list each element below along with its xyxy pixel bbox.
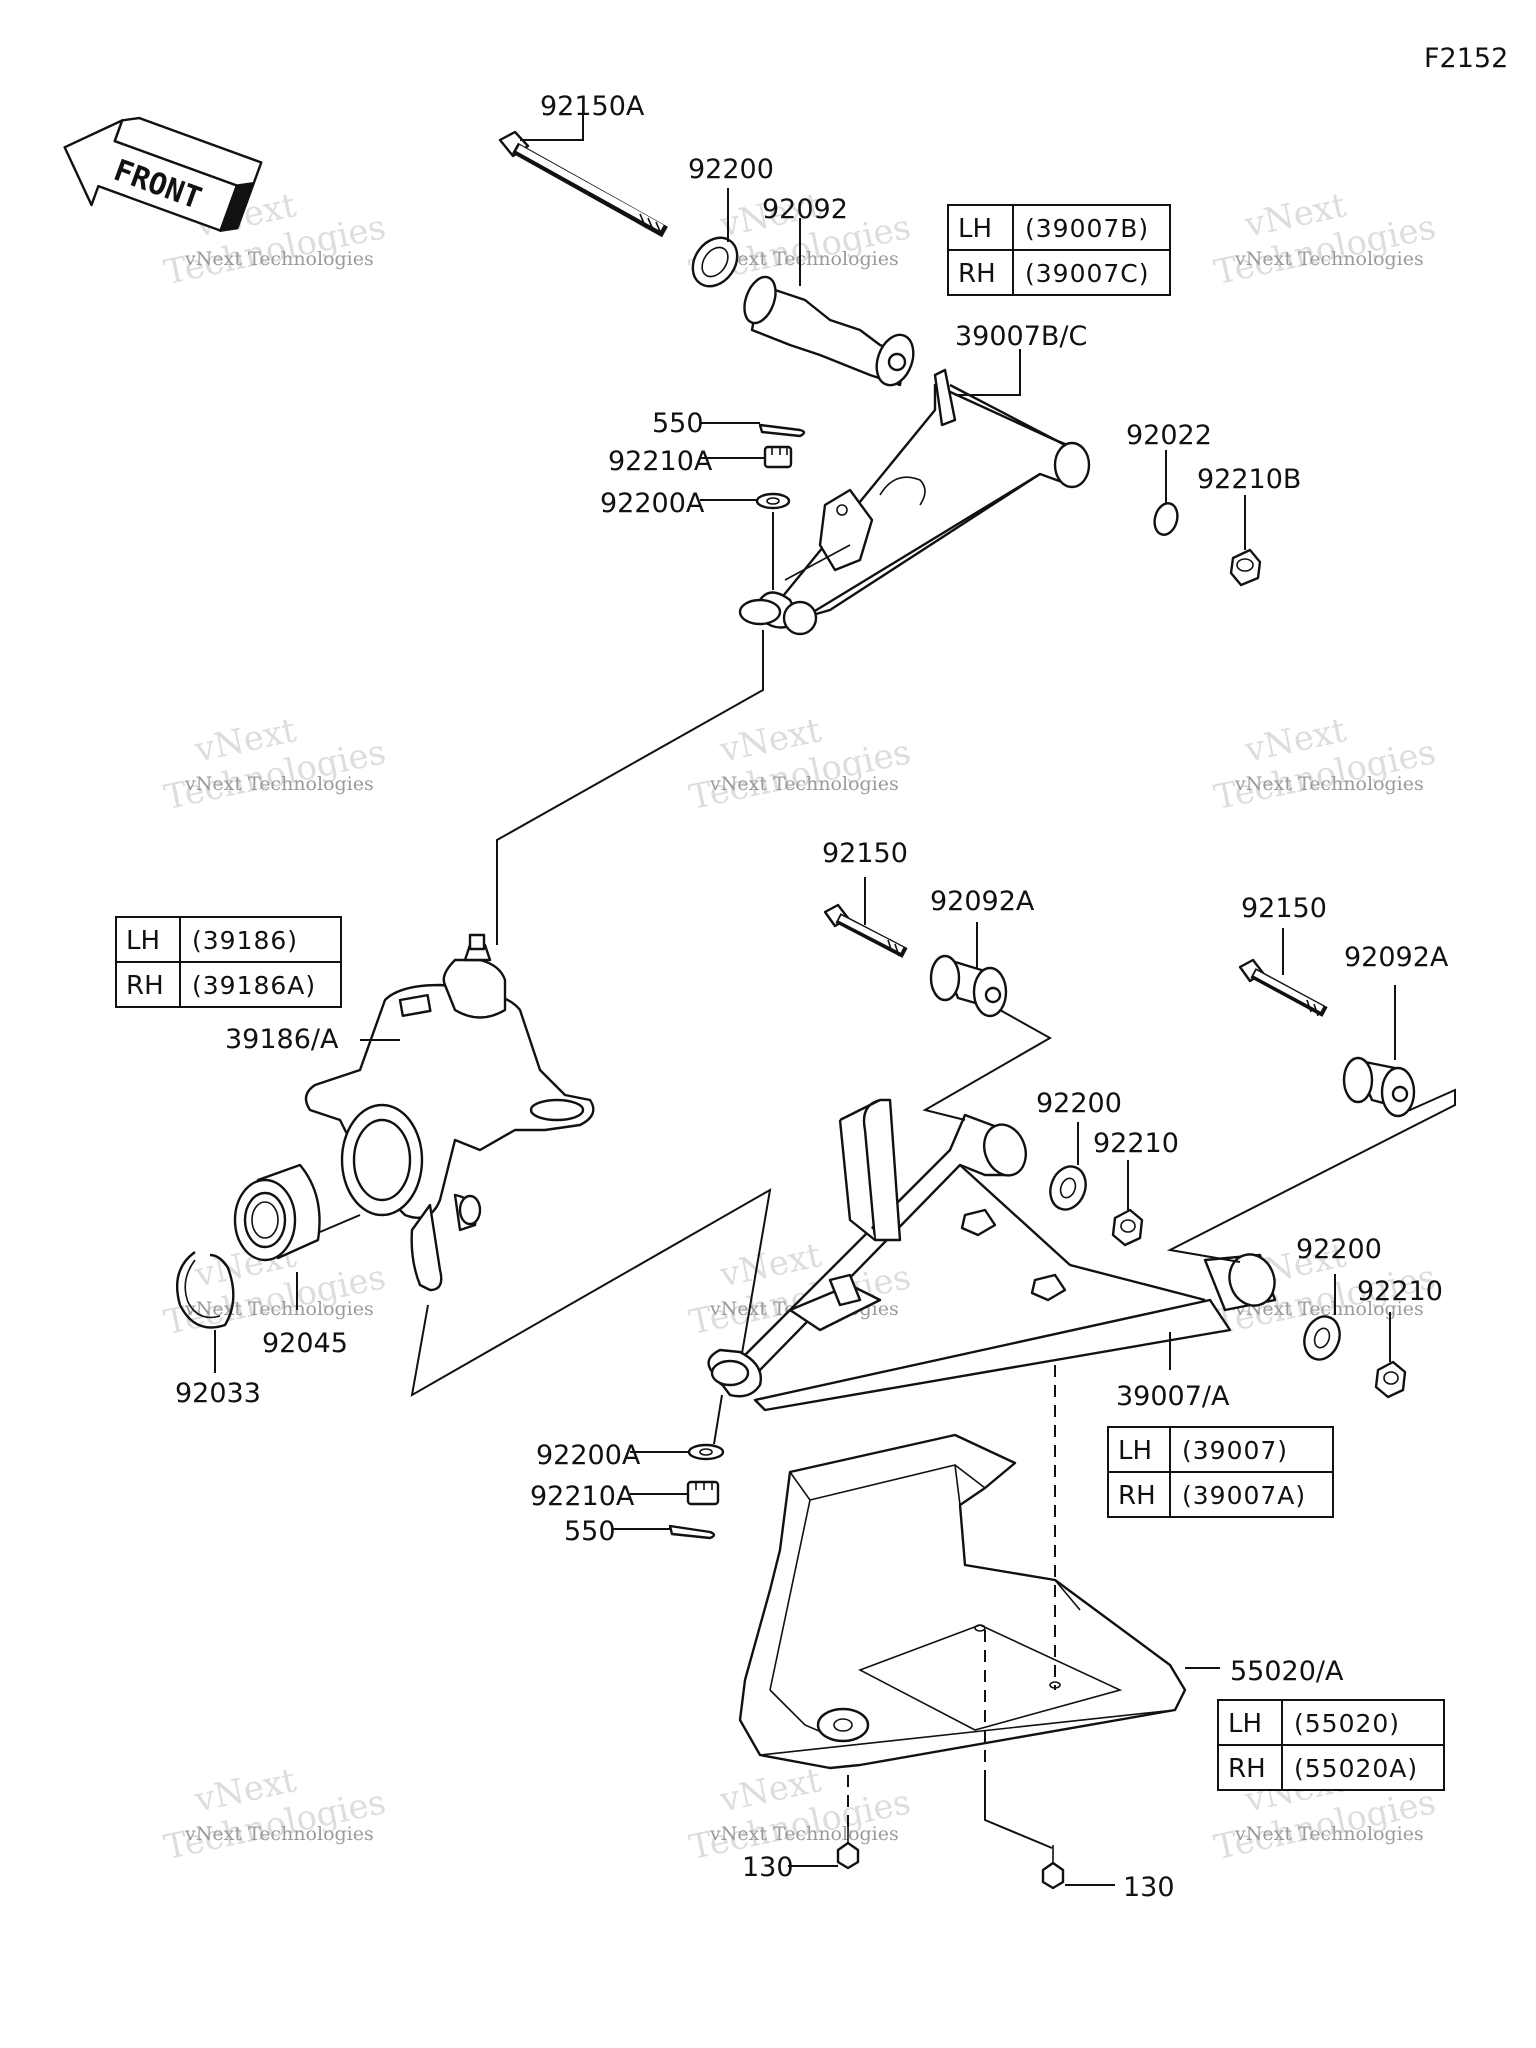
bolt-lower-1[interactable] [823,903,908,958]
nut-upper[interactable] [1229,548,1262,587]
label-cotter-upper: 550 [652,408,704,439]
label-washer-a-upper: 92200A [600,488,705,519]
table-lower-arm-code-0: (39007) [1182,1436,1288,1465]
label-nut-lower-2: 92210 [1357,1276,1443,1307]
bushing-lower-1[interactable] [929,954,1008,1018]
bushing-upper[interactable] [739,273,920,391]
guard-assembly [738,1365,1220,1890]
label-washer-lower-1: 92200 [1036,1088,1122,1119]
label-upper-arm: 39007B/C [955,321,1087,352]
label-bushing-lower-1: 92092A [930,886,1035,917]
bolt-130-left[interactable] [836,1825,860,1870]
watermark-line1: vNext Technologies [184,1298,374,1320]
label-washer-lower-2: 92200 [1296,1234,1382,1265]
label-washer-92022: 92022 [1126,420,1212,451]
label-nut-lower-1: 92210 [1093,1128,1179,1159]
label-washer-upper: 92200 [688,154,774,185]
label-bearing: 92045 [262,1328,348,1359]
watermark-line1: vNext Technologies [709,248,899,270]
watermarks: Technologies vNext vNext Technologies Te… [161,185,1439,1868]
label-bolt-lower-2: 92150 [1241,893,1327,924]
table-upper-arm-code-1: (39007C) [1025,259,1150,288]
label-bolt-lower-1: 92150 [822,838,908,869]
knuckle-assembly [175,933,772,1397]
label-bushing-upper: 92092 [762,194,848,225]
bearing[interactable] [233,1163,321,1262]
label-castle-nut-upper: 92210A [608,446,713,477]
watermark-line1: vNext Technologies [184,773,374,795]
label-circlip: 92033 [175,1378,261,1409]
label-washer-a-lower: 92200A [536,1440,641,1471]
bolt-lower-2[interactable] [1238,958,1328,1017]
table-guard-code-1: (55020A) [1294,1754,1418,1783]
label-lower-arm: 39007/A [1116,1381,1230,1412]
label-guard: 55020/A [1230,1656,1344,1687]
castle-nut-upper[interactable] [763,445,793,469]
skid-guard[interactable] [738,1433,1187,1770]
lower-a-arm[interactable] [707,1098,1282,1412]
upper-a-arm[interactable] [738,368,1091,636]
bolt-upper[interactable] [498,130,668,238]
watermark-line1: vNext Technologies [1234,773,1424,795]
circlip[interactable] [175,1251,235,1329]
table-upper-arm-side-1: RH [958,259,996,289]
upper-assembly [496,108,1262,945]
table-guard-code-0: (55020) [1294,1709,1400,1738]
front-arrow-icon: FRONT [63,116,263,232]
steering-knuckle[interactable] [304,933,595,1292]
table-knuckle-code-0: (39186) [192,926,298,955]
table-knuckle: LH (39186) RH (39186A) [115,916,342,1008]
table-lower-arm-code-1: (39007A) [1182,1481,1306,1510]
washer-a-lower[interactable] [687,1443,725,1461]
table-lower-arm: LH (39007) RH (39007A) [1107,1426,1334,1518]
nut-lower-1[interactable] [1111,1208,1144,1247]
nut-lower-2[interactable] [1374,1360,1407,1399]
callout-labels: 92150A 92200 92092 39007B/C 550 92210A 9… [175,91,1449,1903]
table-lower-arm-side-1: RH [1118,1481,1156,1511]
figure-code: F2152 [1424,43,1508,74]
table-knuckle-side-1: RH [126,971,164,1001]
watermark-line1: vNext Technologies [1234,1823,1424,1845]
washer-92022[interactable] [1151,501,1181,538]
cotter-pin-lower[interactable] [668,1524,716,1540]
washer-lower-1[interactable] [1045,1162,1092,1215]
watermark-line1: vNext Technologies [709,773,899,795]
washer-a-upper[interactable] [755,492,791,510]
table-guard-side-1: RH [1228,1754,1266,1784]
lower-assembly [612,877,1456,1540]
watermark-line1: vNext Technologies [184,1823,374,1845]
watermark-line1: vNext Technologies [1234,248,1424,270]
label-bolt-130-right: 130 [1123,1872,1175,1903]
table-guard: LH (55020) RH (55020A) [1217,1699,1445,1791]
table-knuckle-code-1: (39186A) [192,971,316,1000]
bushing-lower-2[interactable] [1342,1056,1416,1118]
label-castle-nut-lower: 92210A [530,1481,635,1512]
watermark-line1: vNext Technologies [709,1823,899,1845]
bolt-130-right[interactable] [1041,1845,1065,1890]
label-nut-upper: 92210B [1197,464,1301,495]
cotter-pin-upper[interactable] [758,423,806,438]
watermark-line1: vNext Technologies [1234,1298,1424,1320]
label-bolt-130-left: 130 [742,1852,794,1883]
label-bushing-lower-2: 92092A [1344,942,1449,973]
table-upper-arm-side-0: LH [958,214,992,244]
label-cotter-lower: 550 [564,1516,616,1547]
watermark-line1: vNext Technologies [184,248,374,270]
washer-lower-2[interactable] [1299,1312,1346,1365]
castle-nut-lower[interactable] [686,1480,720,1506]
table-guard-side-0: LH [1228,1709,1262,1739]
table-upper-arm-code-0: (39007B) [1025,214,1149,243]
label-bolt-upper: 92150A [540,91,645,122]
table-upper-arm: LH (39007B) RH (39007C) [947,204,1171,296]
label-knuckle: 39186/A [225,1024,339,1055]
table-lower-arm-side-0: LH [1118,1436,1152,1466]
table-knuckle-side-0: LH [126,926,160,956]
